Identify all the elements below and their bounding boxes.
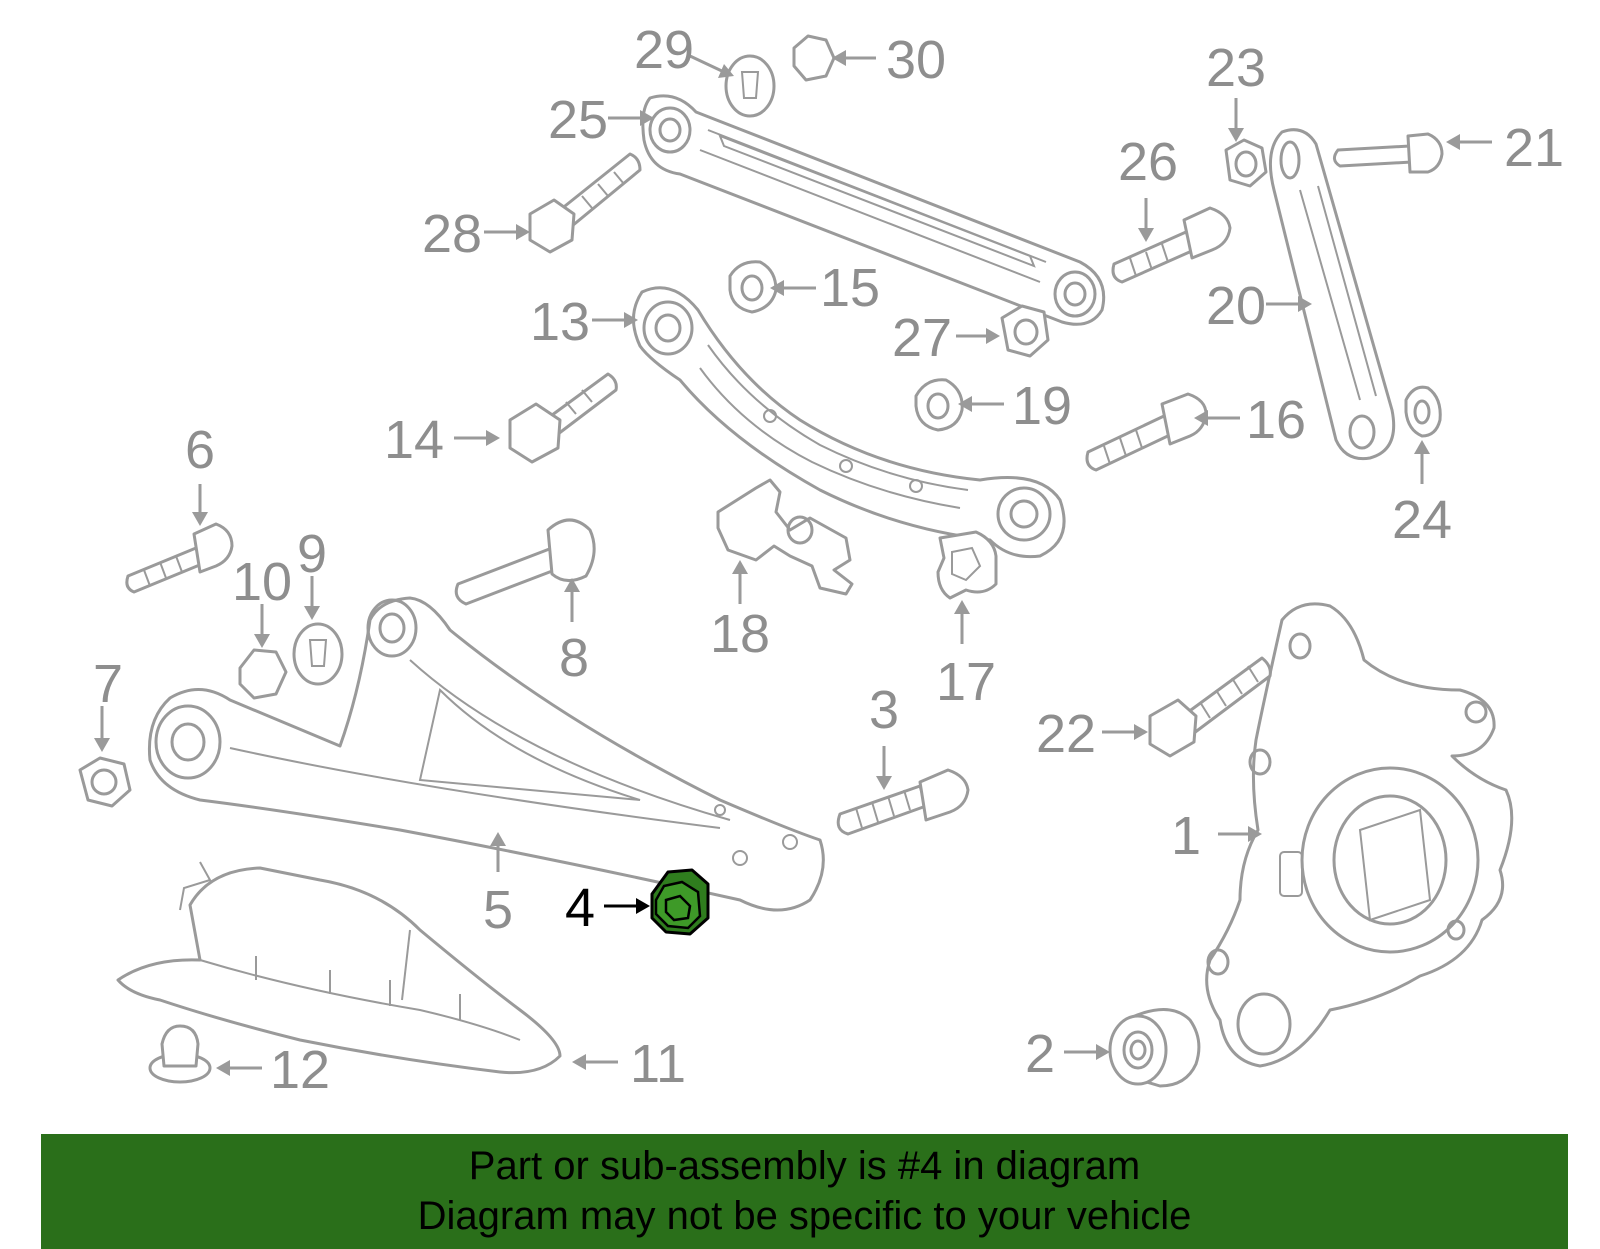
callout-28: 28 [422,204,530,264]
callout-number: 13 [530,292,590,352]
callout-number: 8 [559,628,589,688]
callout-number: 27 [892,308,952,368]
callout-8: 8 [559,578,589,688]
callout-29: 29 [634,20,734,80]
part-22-bolt [1148,656,1272,758]
callout-21: 21 [1446,118,1564,178]
callout-number: 14 [384,410,444,470]
callout-number: 19 [1012,376,1072,436]
callout-number: 18 [710,604,770,664]
part-1-knuckle [1205,602,1514,1068]
callout-30: 30 [832,30,946,90]
callout-23: 23 [1206,38,1266,142]
callout-number: 30 [886,30,946,90]
info-banner: Part or sub-assembly is #4 in diagram Di… [41,1134,1568,1249]
callout-11: 11 [572,1034,686,1094]
part-9-washer [292,622,344,686]
callout-6: 6 [185,420,215,526]
callout-number: 26 [1118,132,1178,192]
part-27-nut [1000,304,1050,358]
part-8-bolt [454,518,596,606]
part-21-bolt [1333,132,1444,174]
callout-number: 11 [630,1034,686,1094]
part-29-washer [724,54,776,118]
callout-22: 22 [1036,704,1148,764]
callout-4[interactable]: 4 [565,878,650,938]
part-18-bracket [716,478,854,596]
part-26-bolt [1111,206,1232,284]
part-2-bushing [1108,1008,1201,1088]
callout-1: 1 [1171,806,1262,866]
callout-2: 2 [1025,1024,1110,1084]
callout-3: 3 [869,680,899,790]
callout-17: 17 [936,600,996,712]
callout-18: 18 [710,560,770,664]
part-11-shield [116,861,562,1075]
callout-number: 5 [483,880,513,940]
callout-number: 28 [422,204,482,264]
callout-number: 2 [1025,1024,1055,1084]
callout-number: 3 [869,680,899,740]
part-13-control-arm [632,286,1066,559]
callout-number: 20 [1206,276,1266,336]
callout-14: 14 [384,410,500,470]
callout-number: 16 [1246,390,1306,450]
callout-number: 24 [1392,490,1452,550]
callout-number: 23 [1206,38,1266,98]
part-15-nut [728,260,778,314]
callout-16: 16 [1194,390,1306,450]
callout-number: 22 [1036,704,1096,764]
callout-12: 12 [216,1040,330,1100]
part-23-nut [1224,138,1268,188]
banner-line-1: Part or sub-assembly is #4 in diagram [468,1144,1141,1188]
callout-19: 19 [958,376,1072,436]
callout-number: 29 [634,20,694,80]
part-6-bolt [125,522,234,594]
part-16-bolt [1085,392,1208,472]
callout-number: 17 [936,652,996,712]
part-3-bolt [836,768,970,836]
part-14-bolt [508,372,618,464]
callout-13: 13 [530,292,638,352]
callout-number: 10 [232,552,292,612]
banner-line-2: Diagram may not be specific to your vehi… [417,1194,1192,1238]
part-4-nut-highlighted[interactable] [650,868,710,936]
part-10-nut [238,648,288,700]
part-28-bolt [528,152,642,254]
part-17-bracket [936,530,998,600]
part-25-upper-link [641,94,1106,326]
part-24-nut [1404,385,1442,438]
callout-25: 25 [548,90,654,150]
callout-10: 10 [232,552,292,648]
callout-number: 6 [185,420,215,480]
part-7-nut [78,756,132,808]
callout-number-highlighted[interactable]: 4 [565,878,595,938]
callout-number: 21 [1504,118,1564,178]
callout-number: 15 [820,258,880,318]
callout-number: 7 [93,654,123,714]
callout-number: 25 [548,90,608,150]
part-30-nut [792,34,836,82]
callout-20: 20 [1206,276,1312,336]
part-20-vertical-link [1268,128,1396,461]
callout-26: 26 [1118,132,1178,242]
part-5-lower-control-arm [147,596,825,912]
part-12-clip [148,1024,212,1084]
callout-5: 5 [483,832,513,940]
callout-number: 9 [297,524,327,584]
part-19-nut [914,378,964,432]
callout-number: 12 [270,1040,330,1100]
callout-number: 1 [1171,806,1201,866]
callout-15: 15 [770,258,880,318]
callout-9: 9 [297,524,327,620]
callout-24: 24 [1392,440,1452,550]
callout-7: 7 [93,654,123,752]
callout-27: 27 [892,308,1000,368]
